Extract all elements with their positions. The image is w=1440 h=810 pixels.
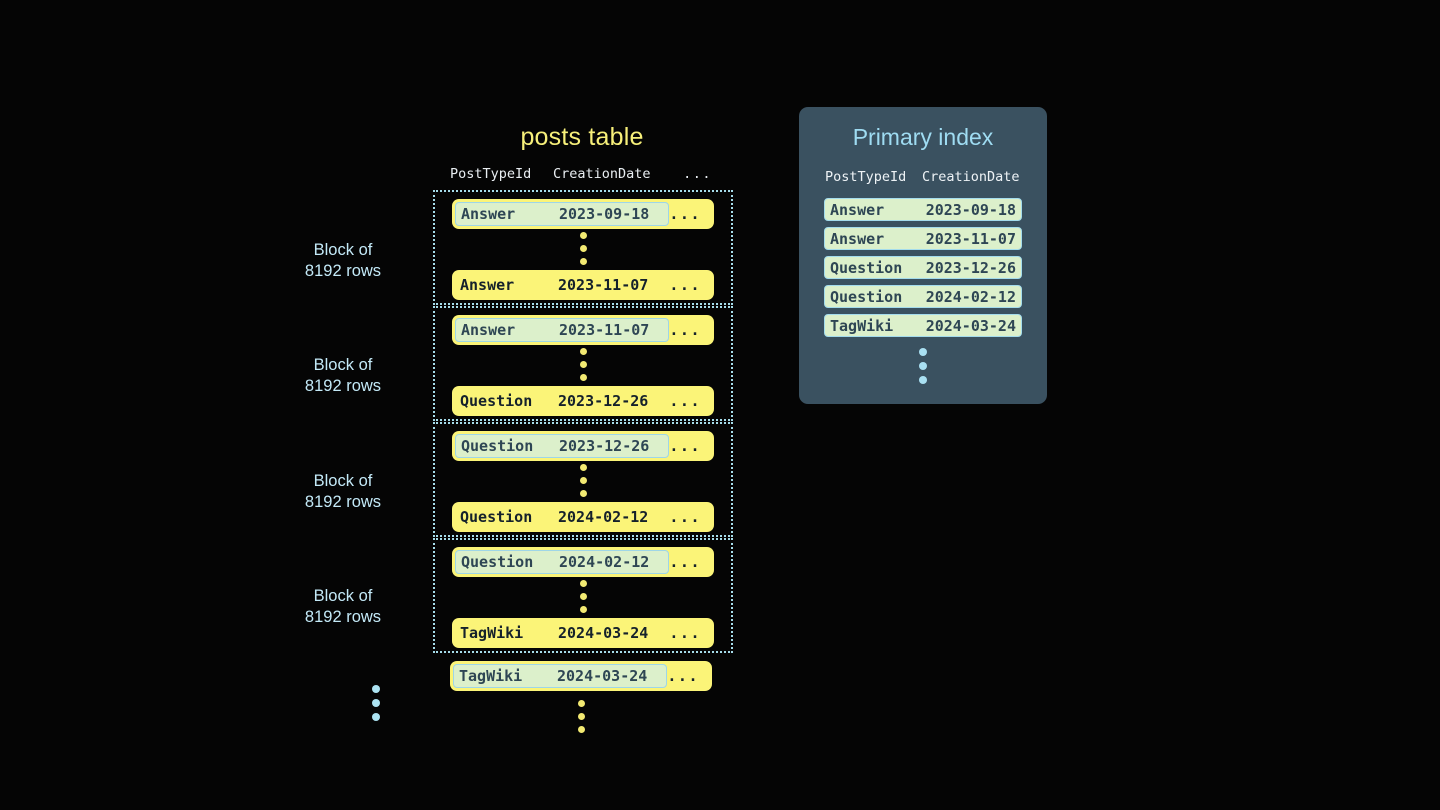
- cell-post-type-id: Question: [460, 508, 533, 526]
- row-ellipsis-icon: [435, 348, 731, 381]
- block-label-2-line1: Block of: [313, 356, 373, 374]
- block-label-3: Block of 8192 rows: [268, 471, 418, 513]
- cell-post-type-id: Question: [461, 553, 534, 571]
- row-highlight-box: Answer 2023-11-07: [455, 318, 669, 342]
- table-row: Answer 2023-11-07 ...: [452, 270, 714, 300]
- block-label-2-line2: 8192 rows: [304, 377, 382, 395]
- block-label-4-line2: 8192 rows: [304, 608, 382, 626]
- cell-more: ...: [669, 624, 701, 642]
- index-row: Answer 2023-09-18: [824, 198, 1022, 221]
- index-continuation-ellipsis-icon: [907, 348, 940, 384]
- row-cells: TagWiki 2024-03-24: [455, 621, 667, 645]
- cell-creation-date: 2023-12-26: [559, 437, 650, 455]
- primary-index-rows: Answer 2023-09-18 Answer 2023-11-07 Ques…: [824, 198, 1022, 337]
- table-row: Question 2023-12-26 ...: [452, 386, 714, 416]
- cell-more: ...: [667, 667, 699, 685]
- primary-index-column-headers: PostTypeId CreationDate: [825, 169, 1021, 185]
- block-label-4: Block of 8192 rows: [268, 586, 418, 628]
- row-cells: Answer 2023-11-07: [455, 273, 667, 297]
- cell-creation-date: 2023-11-07: [559, 321, 650, 339]
- cell-more: ...: [669, 392, 701, 410]
- table-row-trailing: TagWiki 2024-03-24 ...: [450, 661, 712, 691]
- index-row: Question 2024-02-12: [824, 285, 1022, 308]
- row-ellipsis-icon: [435, 464, 731, 497]
- primary-index-panel: Primary index PostTypeId CreationDate An…: [799, 107, 1047, 404]
- row-ellipsis-icon: [435, 232, 731, 265]
- index-row: Question 2023-12-26: [824, 256, 1022, 279]
- index-row: TagWiki 2024-03-24: [824, 314, 1022, 337]
- row-highlight-box: Question 2024-02-12: [455, 550, 669, 574]
- cell-creation-date: 2024-03-24: [557, 667, 648, 685]
- cell-post-type-id: Answer: [460, 276, 515, 294]
- cell-creation-date: 2023-09-18: [559, 205, 650, 223]
- cell-more: ...: [669, 437, 701, 455]
- cell-creation-date: 2024-02-12: [559, 553, 650, 571]
- index-row: Answer 2023-11-07: [824, 227, 1022, 250]
- column-header-creation-date: CreationDate: [553, 166, 651, 182]
- row-cells: Question 2024-02-12: [455, 505, 667, 529]
- block-label-4-line1: Block of: [313, 587, 373, 605]
- row-highlight-box: Question 2023-12-26: [455, 434, 669, 458]
- primary-index-title: Primary index: [852, 124, 994, 150]
- posts-table-blocks: Answer 2023-09-18 ... Answer 2023-11-07 …: [433, 190, 733, 654]
- cell-post-type-id: Answer: [461, 321, 516, 339]
- cell-post-type-id: Answer: [830, 229, 885, 248]
- cell-creation-date: 2023-09-18: [925, 200, 1016, 219]
- cell-creation-date: 2023-12-26: [925, 258, 1016, 277]
- column-header-post-type-id: PostTypeId: [825, 169, 907, 185]
- cell-creation-date: 2023-11-07: [558, 276, 649, 294]
- column-header-more: ...: [683, 166, 712, 182]
- table-row: Question 2024-02-12 ...: [452, 502, 714, 532]
- row-highlight-box: TagWiki 2024-03-24: [453, 664, 667, 688]
- table-row: Answer 2023-09-18 ...: [452, 199, 714, 229]
- row-ellipsis-icon: [435, 580, 731, 613]
- blocks-continuation-ellipsis-icon: [359, 685, 392, 721]
- posts-table-column-headers: PostTypeId CreationDate ...: [450, 166, 714, 182]
- block-label-3-line1: Block of: [313, 472, 373, 490]
- table-continuation-ellipsis-icon: [565, 700, 598, 733]
- cell-more: ...: [669, 321, 701, 339]
- row-cells: Question 2023-12-26: [455, 389, 667, 413]
- cell-creation-date: 2024-02-12: [558, 508, 649, 526]
- cell-more: ...: [669, 205, 701, 223]
- cell-post-type-id: Answer: [461, 205, 516, 223]
- table-row: Question 2024-02-12 ...: [452, 547, 714, 577]
- block-8192-rows-4: Question 2024-02-12 ... TagWiki 2024-03-…: [433, 538, 733, 653]
- cell-post-type-id: Question: [830, 258, 903, 277]
- table-row: Answer 2023-11-07 ...: [452, 315, 714, 345]
- cell-post-type-id: TagWiki: [460, 624, 524, 642]
- table-row: TagWiki 2024-03-24 ...: [452, 618, 714, 648]
- block-label-1-line1: Block of: [313, 241, 373, 259]
- cell-post-type-id: Question: [460, 392, 533, 410]
- cell-post-type-id: TagWiki: [830, 316, 894, 335]
- cell-post-type-id: Question: [461, 437, 534, 455]
- cell-post-type-id: Question: [830, 287, 903, 306]
- cell-post-type-id: Answer: [830, 200, 885, 219]
- table-row: Question 2023-12-26 ...: [452, 431, 714, 461]
- cell-creation-date: 2023-12-26: [558, 392, 649, 410]
- block-8192-rows-2: Answer 2023-11-07 ... Question 2023-12-2…: [433, 306, 733, 421]
- row-highlight-box: Answer 2023-09-18: [455, 202, 669, 226]
- cell-more: ...: [669, 553, 701, 571]
- block-label-1: Block of 8192 rows: [268, 240, 418, 282]
- cell-creation-date: 2024-03-24: [925, 316, 1016, 335]
- cell-more: ...: [669, 508, 701, 526]
- block-label-2: Block of 8192 rows: [268, 355, 418, 397]
- cell-creation-date: 2024-02-12: [925, 287, 1016, 306]
- block-8192-rows-3: Question 2023-12-26 ... Question 2024-02…: [433, 422, 733, 537]
- column-header-creation-date: CreationDate: [922, 169, 1020, 185]
- block-8192-rows-1: Answer 2023-09-18 ... Answer 2023-11-07 …: [433, 190, 733, 305]
- cell-creation-date: 2024-03-24: [558, 624, 649, 642]
- cell-more: ...: [669, 276, 701, 294]
- block-label-3-line2: 8192 rows: [304, 493, 382, 511]
- block-label-1-line2: 8192 rows: [304, 262, 382, 280]
- posts-table-title: posts table: [520, 123, 644, 151]
- cell-post-type-id: TagWiki: [459, 667, 523, 685]
- cell-creation-date: 2023-11-07: [925, 229, 1016, 248]
- column-header-post-type-id: PostTypeId: [450, 166, 532, 182]
